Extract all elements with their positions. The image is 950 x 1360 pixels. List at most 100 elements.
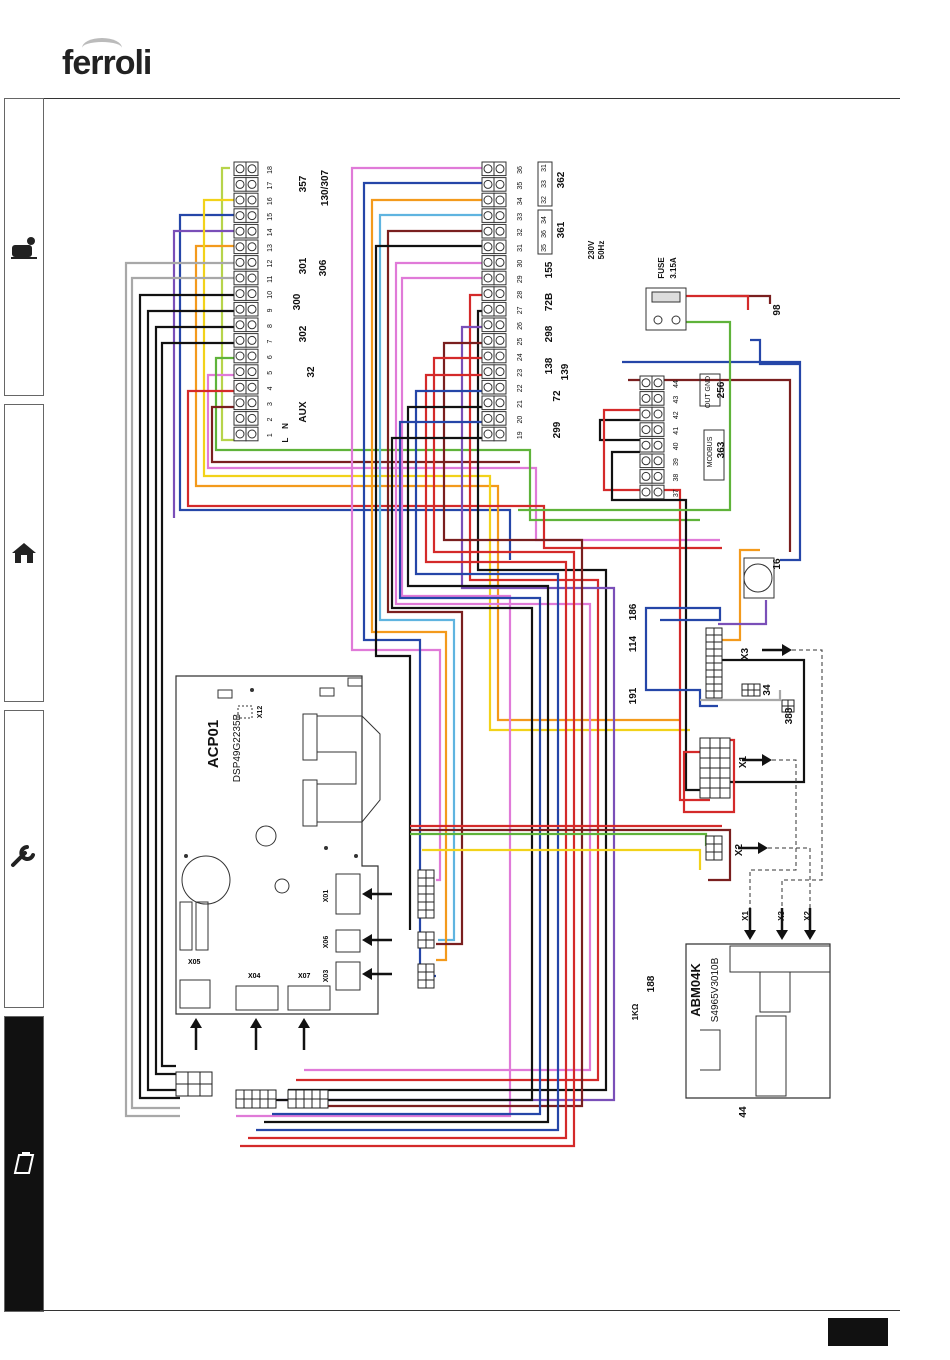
modbus-label: MODBUS <box>707 436 714 467</box>
terminal-num-left: 15 <box>267 213 274 221</box>
wire-red <box>248 373 568 1140</box>
tab-installer[interactable] <box>4 404 44 702</box>
wire-brown <box>730 294 772 304</box>
page-number-box <box>828 1318 888 1346</box>
x01-label: X01 <box>323 890 330 903</box>
aux-label: AUX <box>298 401 309 422</box>
component-306: 306 <box>318 259 329 276</box>
abm04k-label: ABM04K <box>688 963 703 1017</box>
terminal-num-mid: 35 <box>517 182 524 190</box>
wire-orange <box>370 198 484 962</box>
wire-black <box>154 325 240 1076</box>
footer-divider <box>40 1310 900 1311</box>
connector-388 <box>781 699 795 713</box>
ohm-label: 1KΩ <box>631 1003 640 1020</box>
acp01-code: DSP49G2235B <box>232 713 243 782</box>
wire-black <box>236 436 534 1102</box>
arrow-x06 <box>362 934 392 946</box>
wire-brown <box>210 405 520 464</box>
terminal-block-right <box>639 375 665 500</box>
wire-black <box>288 309 608 1092</box>
terminal-num-mid: 27 <box>517 306 524 314</box>
connector-x1-block <box>699 737 731 799</box>
out-gnd-label: OUT GND <box>705 376 712 408</box>
wire-blue <box>272 420 542 1116</box>
tab-service[interactable] <box>4 710 44 1008</box>
mains-voltage-label: 230V <box>587 240 596 259</box>
arrow-x01 <box>362 888 392 900</box>
wire-red <box>602 408 710 802</box>
wire-red <box>680 294 750 310</box>
arrow-x07 <box>298 1018 310 1050</box>
wire-harness <box>124 166 806 1148</box>
terminal-num-mid: 22 <box>517 384 524 392</box>
connector-34 <box>741 683 761 697</box>
terminal-num-mid: 19 <box>517 431 524 439</box>
terminal-num-right: 39 <box>673 458 680 466</box>
wire-blue <box>362 181 484 978</box>
component-72B: 72B <box>544 293 555 311</box>
house-icon <box>12 543 36 563</box>
wire-blue <box>750 338 800 366</box>
terminal-num-mid: 26 <box>517 322 524 330</box>
component-298: 298 <box>544 325 555 342</box>
component-34: 34 <box>762 684 773 696</box>
component-labels: 1817161514131211109876543213635343332313… <box>188 164 812 1118</box>
terminal-num-left: 9 <box>267 308 274 312</box>
terminal-num-left: 1 <box>267 433 274 437</box>
connector-x06-plug <box>417 931 435 949</box>
header-divider <box>40 98 900 99</box>
wire-black <box>138 293 240 1100</box>
terminal-block-mid <box>481 161 507 442</box>
x2-label: X2 <box>734 843 745 856</box>
user-radiator-icon <box>11 237 37 259</box>
tab-user[interactable] <box>4 98 44 396</box>
wire-pink <box>350 166 484 882</box>
connector-x01-plug <box>417 869 435 919</box>
wire-lightblue <box>378 213 484 942</box>
clipboard-icon <box>13 1152 35 1174</box>
wire-grey <box>700 690 782 702</box>
x1-route <box>749 759 797 908</box>
component-302: 302 <box>298 325 309 342</box>
wire-purple <box>172 229 240 518</box>
component-186: 186 <box>628 603 639 620</box>
block-362-num: 32 <box>541 196 548 204</box>
wire-brown <box>296 341 584 1108</box>
terminal-num-right: 43 <box>673 396 680 404</box>
wire-blue <box>256 389 560 1132</box>
terminal-num-right: 44 <box>673 380 680 388</box>
abm-x2-label: X2 <box>803 911 812 921</box>
wire-black <box>160 341 240 1068</box>
connector-x07-plug <box>287 1089 329 1109</box>
wire-red <box>682 738 736 814</box>
x05-label: X05 <box>188 959 201 966</box>
block-361-num: 35 <box>541 244 548 252</box>
acp01-board <box>175 675 381 1015</box>
component-299: 299 <box>552 421 563 438</box>
board-connectors <box>175 557 795 1109</box>
terminal-num-mid: 32 <box>517 228 524 236</box>
connector-x2-block <box>705 835 723 861</box>
terminal-num-left: 10 <box>267 291 274 299</box>
x3-label: X3 <box>740 647 751 660</box>
x06-label: X06 <box>323 936 330 949</box>
wire-red <box>240 356 576 1148</box>
arrow-abm-x1 <box>744 908 756 940</box>
connector-x03-plug <box>417 963 435 989</box>
component-114: 114 <box>628 635 639 652</box>
terminal-num-right: 41 <box>673 427 680 435</box>
terminal-num-left: 12 <box>267 260 274 268</box>
tab-technical-data[interactable] <box>4 1016 44 1312</box>
component-300: 300 <box>292 293 303 310</box>
component-363: 363 <box>716 441 727 458</box>
terminal-num-mid: 33 <box>517 213 524 221</box>
block-361-num: 34 <box>541 216 548 224</box>
wire-pink <box>236 276 512 1118</box>
terminal-num-mid: 21 <box>517 400 524 408</box>
component-32: 32 <box>306 366 317 378</box>
terminal-block-left <box>233 161 259 442</box>
arrow-abm-x3 <box>776 908 788 940</box>
terminal-num-left: 3 <box>267 402 274 406</box>
x03-label: X03 <box>323 970 330 983</box>
